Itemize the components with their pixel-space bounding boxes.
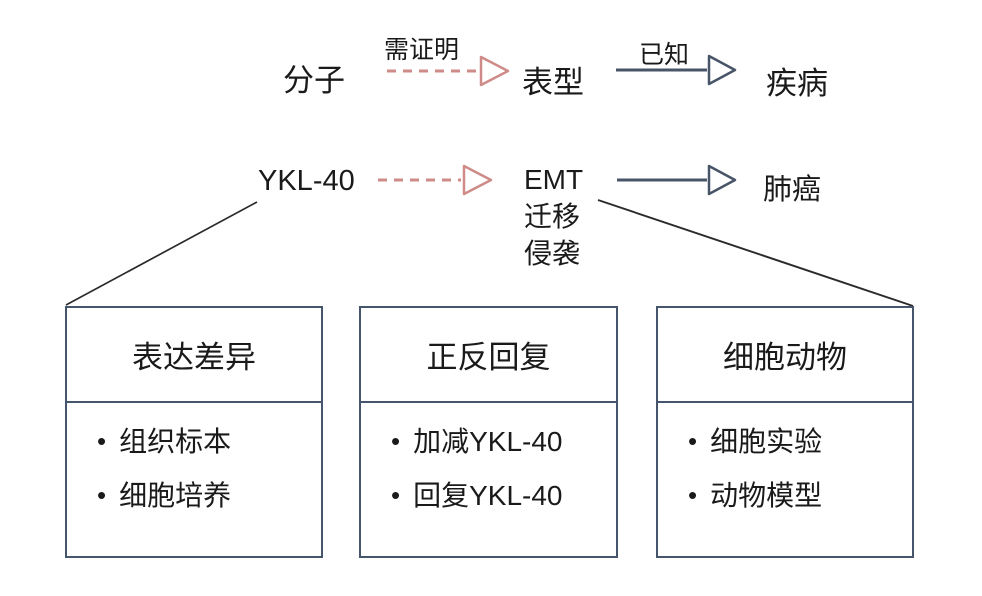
known-arrow-label: 已知 (639, 41, 690, 69)
method-box-expression-body: 组织标本 细胞培养 (67, 403, 321, 512)
solid-arrow-instance (617, 164, 737, 196)
method-box-cell-animal: 细胞动物 细胞实验 动物模型 (656, 306, 914, 558)
method-box-expression-title: 表达差异 (67, 308, 321, 403)
method-box-expression: 表达差异 组织标本 细胞培养 (65, 306, 323, 558)
solid-arrow-top (616, 54, 737, 86)
connector-right-line (597, 199, 914, 307)
list-item: 加减YKL-40 (391, 425, 606, 458)
list-item: 组织标本 (97, 425, 311, 458)
dashed-arrow-instance (378, 164, 493, 196)
ykl40-label: YKL-40 (258, 165, 355, 197)
invasion-line: 侵袭 (524, 238, 581, 269)
method-box-rescue: 正反回复 加减YKL-40 回复YKL-40 (359, 306, 618, 558)
connector-left-line (65, 201, 258, 306)
concept-disease-label: 疾病 (766, 66, 828, 101)
dashed-arrow-top (387, 55, 510, 87)
emt-phenotype-block: EMT 迁移 侵袭 (524, 161, 583, 272)
emt-line: EMT (524, 164, 584, 195)
list-item: 细胞实验 (688, 425, 902, 458)
migration-line: 迁移 (524, 201, 581, 232)
method-box-rescue-title: 正反回复 (361, 308, 616, 403)
lung-cancer-label: 肺癌 (763, 174, 822, 206)
method-box-cell-animal-title: 细胞动物 (658, 308, 912, 403)
list-item: 动物模型 (688, 479, 902, 512)
method-box-cell-animal-body: 细胞实验 动物模型 (658, 403, 912, 512)
to-prove-arrow-label: 需证明 (384, 36, 460, 64)
method-box-rescue-body: 加减YKL-40 回复YKL-40 (361, 403, 616, 512)
list-item: 细胞培养 (97, 479, 311, 512)
list-item: 回复YKL-40 (391, 479, 606, 512)
concept-molecule-label: 分子 (283, 63, 345, 98)
concept-phenotype-label: 表型 (522, 65, 584, 100)
